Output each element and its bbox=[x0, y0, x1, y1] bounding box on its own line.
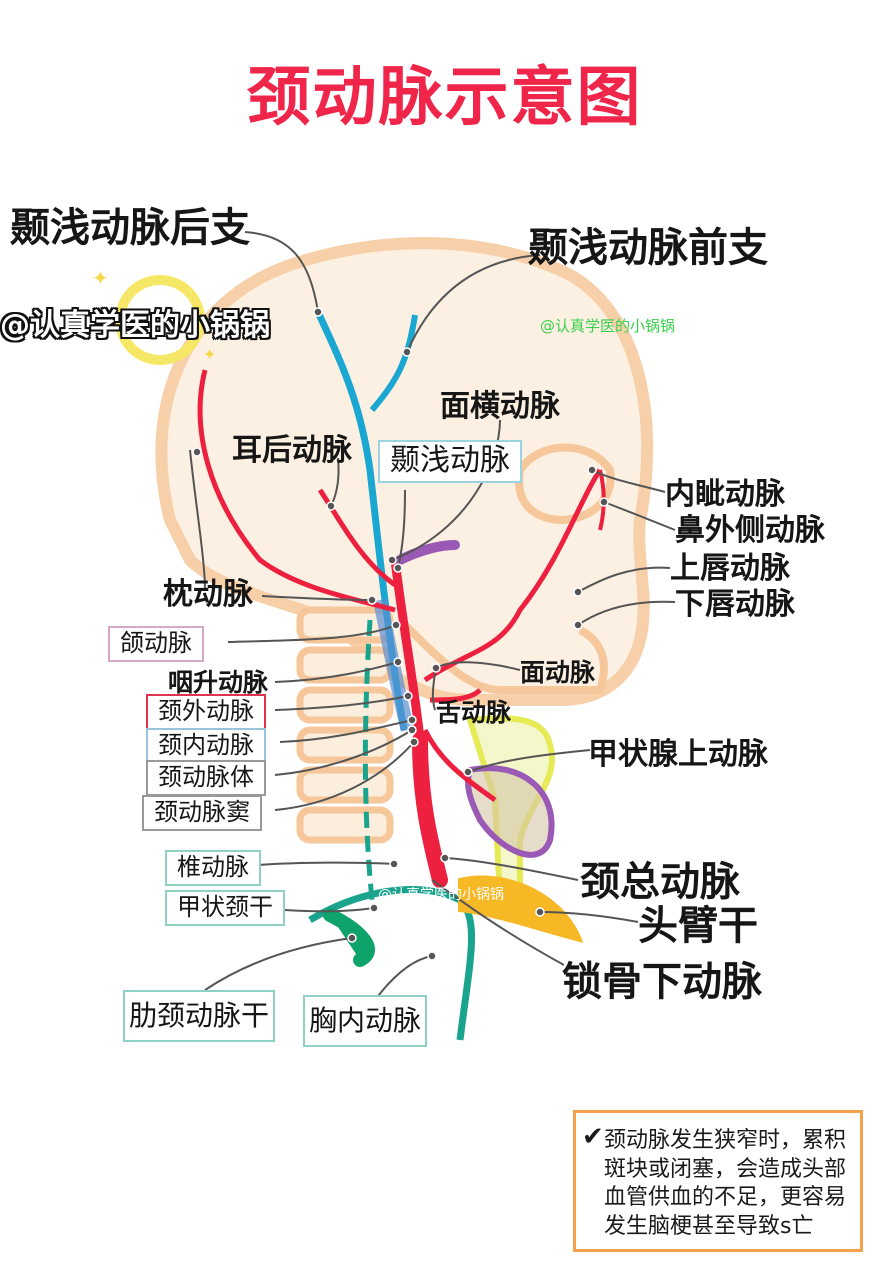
check-icon: ✔ bbox=[582, 1122, 604, 1152]
label-carotid-body: 颈动脉体 bbox=[146, 760, 266, 796]
label-internal-carotid: 颈内动脉 bbox=[146, 728, 266, 764]
label-lingual: 舌动脉 bbox=[436, 698, 512, 727]
label-costocervical-trunk: 肋颈动脉干 bbox=[123, 990, 276, 1043]
label-transverse-facial: 面横动脉 bbox=[440, 389, 560, 424]
label-thyrocervical-trunk: 甲状颈干 bbox=[165, 890, 285, 926]
label-posterior-auricular: 耳后动脉 bbox=[232, 433, 352, 468]
label-superficial-temporal: 颞浅动脉 bbox=[378, 440, 522, 483]
label-vertebral: 椎动脉 bbox=[165, 850, 261, 886]
label-maxillary: 颌动脉 bbox=[108, 626, 204, 662]
label-superior-thyroid: 甲状腺上动脉 bbox=[588, 737, 768, 772]
note-box: ✔ 颈动脉发生狭窄时，累积斑块或闭塞，会造成头部血管供血的不足，更容易发生脑梗甚… bbox=[573, 1110, 863, 1252]
label-ascending-pharyngeal: 咽升动脉 bbox=[168, 668, 269, 697]
sparkle-icon: ✦ bbox=[203, 345, 216, 364]
label-external-carotid: 颈外动脉 bbox=[146, 694, 266, 730]
posterior-auricular-artery bbox=[317, 488, 397, 588]
lingual-artery bbox=[429, 688, 482, 703]
superficial-temporal-anterior-branch bbox=[369, 314, 418, 412]
small-watermark-2: @认真学医的小锅锅 bbox=[378, 887, 504, 903]
label-subclavian: 锁骨下动脉 bbox=[562, 959, 762, 1005]
label-superficial-temporal-posterior: 颞浅动脉后支 bbox=[10, 205, 250, 251]
common-carotid-artery bbox=[412, 732, 448, 888]
note-text: 颈动脉发生狭窄时，累积斑块或闭塞，会造成头部血管供血的不足，更容易发生脑梗甚至导… bbox=[604, 1128, 847, 1239]
jaw-outline bbox=[397, 617, 608, 694]
label-lateral-nasal: 鼻外侧动脉 bbox=[675, 513, 825, 548]
internal-carotid-lower bbox=[373, 598, 415, 732]
label-occipital: 枕动脉 bbox=[163, 577, 253, 612]
label-facial: 面动脉 bbox=[520, 658, 596, 687]
brachiocephalic-trunk bbox=[458, 875, 584, 943]
label-superior-labial: 上唇动脉 bbox=[670, 551, 790, 586]
page-title: 颈动脉示意图 bbox=[246, 61, 643, 135]
leader-lines bbox=[189, 231, 676, 1001]
superior-thyroid-artery bbox=[422, 728, 497, 803]
external-carotid-artery bbox=[390, 559, 425, 741]
author-handle-watermark: @认真学医的小锅锅 bbox=[0, 308, 270, 343]
label-internal-thoracic: 胸内动脉 bbox=[303, 995, 428, 1048]
small-watermark: @认真学医的小锅锅 bbox=[540, 317, 676, 335]
glow-halo bbox=[115, 275, 205, 365]
facial-artery bbox=[423, 468, 603, 683]
label-carotid-sinus: 颈动脉窦 bbox=[142, 795, 262, 831]
label-inferior-labial: 下唇动脉 bbox=[675, 587, 795, 622]
label-brachiocephalic-trunk: 头臂干 bbox=[638, 903, 758, 949]
label-common-carotid: 颈总动脉 bbox=[580, 859, 740, 905]
label-medial-canthal: 内眦动脉 bbox=[665, 477, 785, 512]
thyroid-gland bbox=[465, 765, 555, 858]
label-superficial-temporal-anterior: 颞浅动脉前支 bbox=[528, 225, 768, 271]
leader-dots bbox=[192, 307, 609, 961]
sparkle-icon: ✦ bbox=[92, 266, 109, 290]
maxillary-artery bbox=[395, 540, 460, 565]
